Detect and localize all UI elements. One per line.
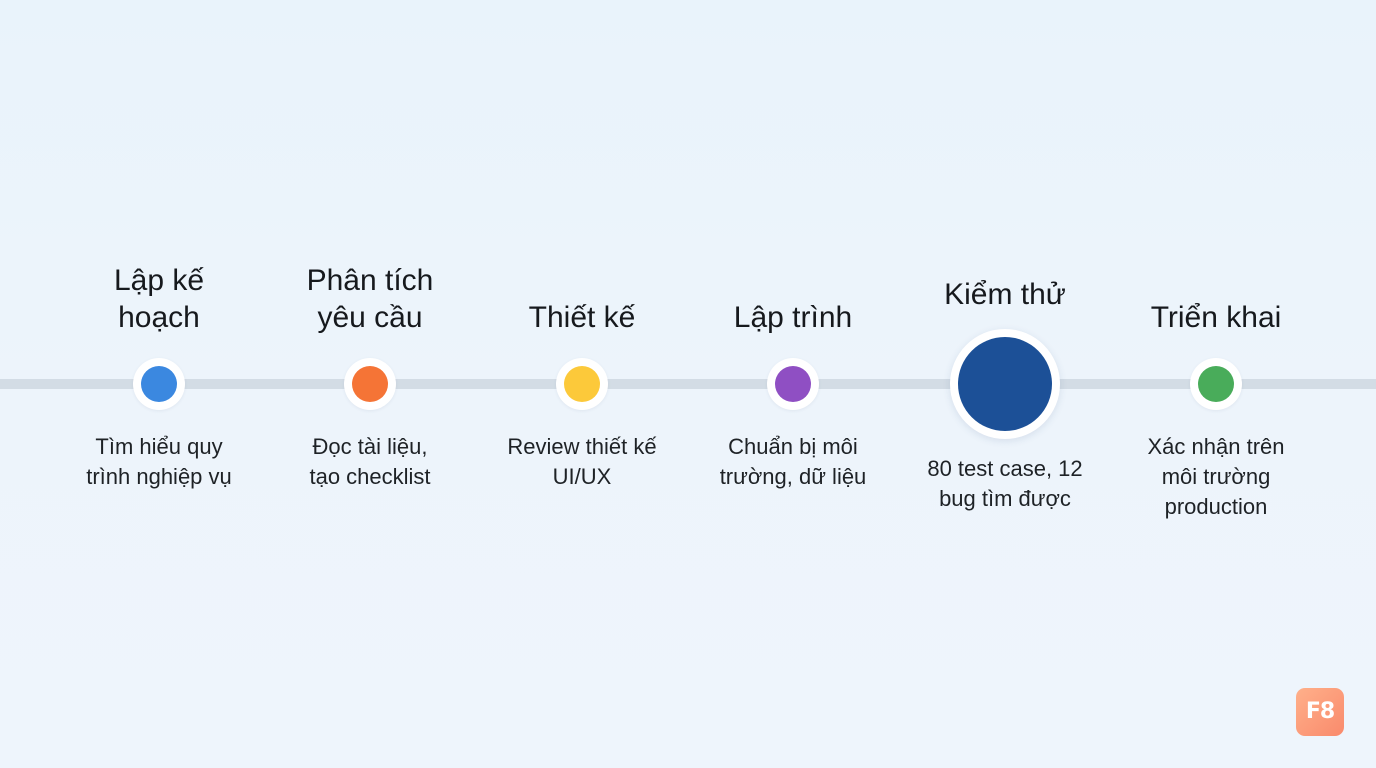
timeline-step-design: Thiết kế Review thiết kế UI/UX: [462, 0, 702, 768]
timeline-step-deployment: Triển khai Xác nhận trên môi trường prod…: [1096, 0, 1336, 768]
step-title: Triển khai: [1150, 301, 1282, 334]
step-node: [344, 358, 396, 410]
step-node-dot: [958, 337, 1052, 431]
timeline-step-planning: Lập kế hoạch Tìm hiểu quy trình nghiệp v…: [39, 0, 279, 768]
step-title: Lập kế hoạch: [113, 264, 205, 334]
step-node-dot: [1198, 366, 1234, 402]
step-description: Đọc tài liệu, tạo checklist: [309, 434, 431, 489]
step-title: Lập trình: [733, 301, 853, 334]
step-node: [1190, 358, 1242, 410]
step-description: 80 test case, 12 bug tìm được: [927, 456, 1083, 511]
step-title: Thiết kế: [528, 301, 636, 334]
step-description: Review thiết kế UI/UX: [507, 434, 657, 489]
step-node-dot: [775, 366, 811, 402]
timeline-line: [0, 379, 1376, 389]
f8-logo: F8: [1296, 688, 1344, 736]
step-node-active: [950, 329, 1060, 439]
timeline-step-development: Lập trình Chuẩn bị môi trường, dữ liệu: [673, 0, 913, 768]
step-node: [556, 358, 608, 410]
step-description: Chuẩn bị môi trường, dữ liệu: [719, 434, 867, 489]
step-node-dot: [352, 366, 388, 402]
step-node-dot: [564, 366, 600, 402]
step-title: Phân tích yêu cầu: [306, 264, 434, 334]
step-title: Kiểm thử: [944, 278, 1066, 311]
step-node-dot: [141, 366, 177, 402]
timeline-step-analysis: Phân tích yêu cầu Đọc tài liệu, tạo chec…: [250, 0, 490, 768]
step-node: [767, 358, 819, 410]
step-node: [133, 358, 185, 410]
step-description: Xác nhận trên môi trường production: [1147, 434, 1285, 519]
timeline-step-testing: Kiểm thử 80 test case, 12 bug tìm được: [885, 0, 1125, 768]
step-description: Tìm hiểu quy trình nghiệp vụ: [86, 434, 232, 489]
